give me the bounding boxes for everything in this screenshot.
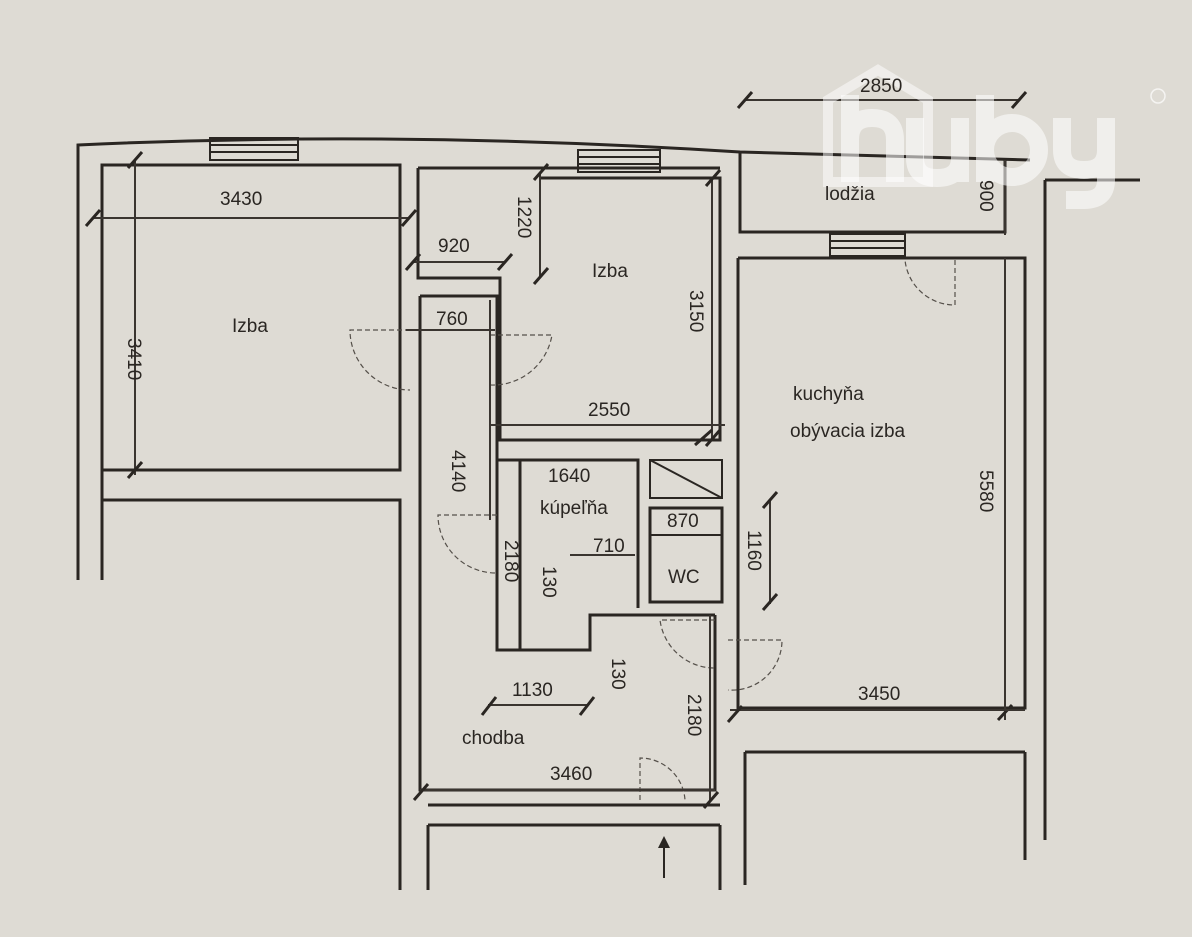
entrance-arrow-icon [658, 836, 670, 878]
room-label-kuchyna: kuchyňa [793, 384, 864, 405]
dim-bath-inner: 710 [593, 536, 625, 557]
room-label-kupelna: kúpeľňa [540, 498, 608, 519]
dim-izba-left-depth: 3410 [123, 338, 144, 380]
room-label-obyvacia-izba: obývacia izba [790, 421, 906, 442]
dim-bath-step: 130 [538, 566, 559, 598]
dim-izba-left-width: 3430 [220, 189, 262, 210]
dim-wc-depth: 1160 [743, 530, 764, 571]
room-label-lodzia: lodžia [825, 184, 875, 205]
windows [209, 137, 906, 257]
dimension-lines [84, 91, 1028, 809]
room-label-izba-left: Izba [232, 316, 268, 337]
dim-niche-width: 920 [438, 236, 470, 257]
dim-kitchen-width: 3450 [858, 684, 900, 705]
dim-hall-niche: 1130 [512, 680, 553, 701]
dim-chodba-width: 3460 [550, 764, 592, 785]
dim-hall-step: 130 [607, 658, 628, 690]
dim-lodzia-width: 2850 [860, 76, 902, 97]
dim-kitchen-depth: 5580 [975, 470, 996, 512]
room-label-izba-middle: Izba [592, 261, 628, 282]
dim-hall-length: 4140 [447, 450, 468, 492]
dim-passage-width: 760 [436, 309, 468, 330]
dim-entry-depth: 2180 [683, 694, 704, 736]
dim-niche-depth: 1220 [513, 196, 534, 238]
room-label-chodba: chodba [462, 728, 525, 749]
dim-wc-width: 870 [667, 511, 699, 532]
doors [349, 259, 956, 801]
dim-izba-middle-depth: 3150 [685, 290, 706, 332]
dim-bath-depth: 2180 [500, 540, 521, 582]
watermark-logo [823, 64, 1166, 209]
walls [76, 137, 1140, 890]
room-label-wc: WC [668, 567, 700, 588]
dim-bath-width: 1640 [548, 466, 590, 487]
dim-izba-middle-width: 2550 [588, 400, 630, 421]
dim-lodzia-depth: 900 [975, 180, 996, 212]
